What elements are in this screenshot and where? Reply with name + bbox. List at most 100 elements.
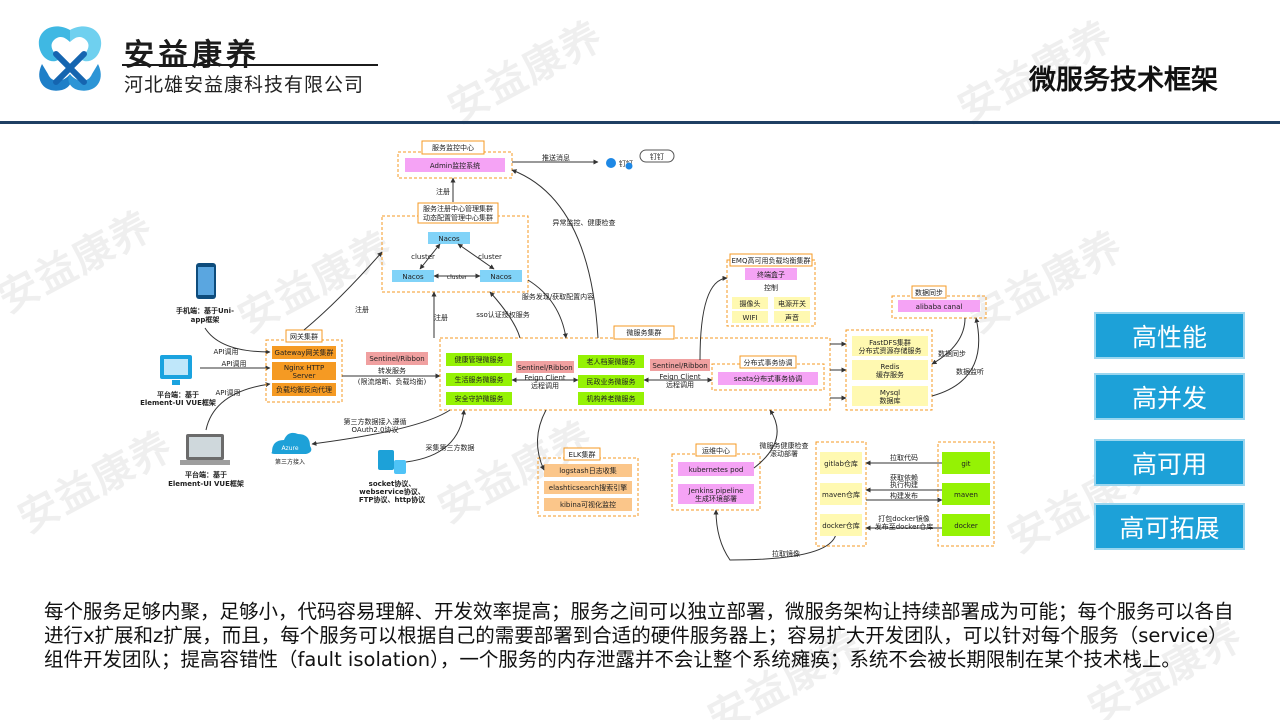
architecture-diagram: 服务监控中心 Admin监控系统 推送消息 钉钉 钉钉 注册 服务注册中心管理集…	[140, 140, 995, 561]
es-label: elashticsearch搜索引擎	[549, 483, 627, 492]
redis-label-2: 缓存服务	[876, 370, 904, 379]
register-label: 注册	[436, 187, 450, 196]
mysql-label-1: Mysql	[880, 389, 900, 397]
user-icon	[625, 162, 633, 170]
server-icon	[378, 450, 394, 470]
nginx-label-1: Nginx HTTP	[284, 364, 324, 372]
description-text: 每个服务足够内聚，足够小，代码容易理解、开发效率提高；服务之间可以独立部署，微服…	[44, 600, 1234, 671]
dingtalk-bubble	[639, 149, 675, 163]
tx-sentinel-box	[650, 359, 710, 371]
deps-label-2: 执行构建	[890, 480, 918, 489]
brand-name: 安益康养	[124, 38, 260, 73]
proto-label-2: webservice协议、	[359, 487, 424, 496]
datasync-label: 数据同步	[938, 349, 966, 358]
datamon-label: 数据监听	[956, 367, 984, 376]
ms-sentinel-box	[516, 361, 574, 373]
ms-monitor-label: 异常监控、健康检查	[553, 218, 616, 227]
control-label: 控制	[764, 283, 778, 292]
discover-label: 服务发现/获取配置内容	[522, 292, 594, 301]
registry-title-box	[417, 202, 499, 224]
forward-label-2: (限流熔断、负载均衡)	[358, 377, 427, 386]
ms-inst: 机构养老微服务	[587, 394, 636, 403]
ms-title: 微服务集群	[627, 328, 662, 337]
canal-label: alibaba canal	[916, 303, 963, 311]
maven-repo-label: maven仓库	[822, 490, 860, 499]
nacos-left	[392, 270, 434, 282]
mysql-label-2: 数据库	[880, 396, 901, 405]
pull-label: 拉取镜像	[772, 549, 800, 558]
cluster-label-mid: cluster	[447, 274, 468, 281]
tx-sentinel-label: Sentinel/Ribbon	[652, 362, 707, 370]
pack-label-1: 打包docker镜像	[878, 514, 930, 523]
maven-label: maven	[954, 491, 978, 499]
power-label: 电源开关	[778, 299, 806, 308]
gateway-label: Gateway网关集群	[275, 348, 334, 357]
build-label: 构建发布	[890, 491, 918, 500]
deps-label-1: 获取依赖	[890, 473, 918, 482]
proto-label-1: socket协议、	[369, 479, 416, 488]
repo-frame	[815, 441, 867, 547]
docker-repo-label: docker仓库	[822, 521, 860, 530]
monitor-title-box	[421, 140, 485, 155]
jenkins-label-1: Jenkins pipeline	[688, 487, 744, 495]
ms-title-box	[613, 325, 675, 340]
oauth-label-2: OAuth2.0协议	[352, 425, 399, 434]
collect-label: 采集第三方数据	[426, 443, 475, 452]
feature-high-concurrency: 高并发	[1094, 373, 1245, 420]
proto-label-3: FTP协议、http协议	[359, 495, 426, 504]
gateway-box	[272, 346, 336, 359]
gateway-title: 网关集群	[290, 332, 318, 341]
ms-health: 健康管理微服务	[455, 355, 504, 364]
cluster-label-right: cluster	[478, 253, 502, 261]
company-name: 河北雄安益康科技有限公司	[124, 74, 365, 96]
desktop-label-1: 平台端：基于	[157, 390, 199, 399]
lb-label: 负载均衡反向代理	[276, 385, 332, 394]
admin-label: Admin监控系统	[430, 161, 480, 170]
monitor-title: 服务监控中心	[432, 143, 474, 152]
dingtalk-icon	[606, 158, 616, 168]
nacos-right	[480, 270, 522, 282]
api-label-1: API调用	[213, 347, 238, 356]
nacos-top	[428, 232, 470, 244]
logstash-label: logstash日志收集	[559, 466, 616, 475]
wifi-label: WIFI	[742, 314, 757, 322]
dingtalk-bubble-label: 钉钉	[650, 152, 664, 161]
api-label-2: API调用	[221, 359, 246, 368]
feature-high-availability: 高可用	[1094, 439, 1245, 486]
jenkins-label-2: 生成环境部署	[695, 494, 737, 503]
azure-icon	[271, 432, 312, 454]
header-rule	[0, 121, 1280, 124]
fdfs-label-1: FastDFS集群	[869, 338, 911, 347]
gateway-register-label: 注册	[355, 305, 369, 314]
pack-label-2: 发布至docker仓库	[875, 522, 934, 531]
laptop-label-1: 平台端：基于	[185, 470, 227, 479]
oauth-label-1: 第三方数据接入遵循	[344, 417, 407, 426]
tx-feign-label: Feign Client	[659, 373, 701, 381]
gw-sentinel-label: Sentinel/Ribbon	[369, 355, 424, 363]
camera-label: 摄像头	[740, 299, 761, 308]
gw-sentinel-box	[366, 352, 428, 365]
terminal-label: 终端盒子	[757, 270, 785, 279]
mobile-label-2: app框架	[191, 315, 220, 324]
health-label-2: 滚动部署	[770, 449, 798, 458]
tx-title-box	[739, 355, 797, 369]
kibana-label: kibina可视化监控	[560, 500, 616, 509]
seata-label: seata分布式事务协调	[734, 374, 802, 383]
ms-life: 生活服务微服务	[455, 375, 504, 384]
tool-frame	[937, 441, 995, 547]
docker-label: docker	[954, 522, 978, 530]
azure-sub-label: 第三方接入	[275, 458, 305, 466]
dingtalk-label: 钉钉	[619, 159, 633, 168]
nacos-right-label: Nacos	[490, 273, 512, 281]
registry-title-1: 服务注册中心管理集群	[423, 204, 493, 213]
nginx-label-2: Server	[293, 372, 316, 380]
seata-box	[718, 372, 818, 385]
tx-remote-label: 远程调用	[666, 380, 694, 389]
ops-title: 运维中心	[702, 446, 730, 455]
elk-title: ELK集群	[569, 450, 596, 459]
laptop-label-2: Element-UI VUE框架	[168, 479, 244, 488]
lb-box	[272, 383, 336, 396]
mobile-label-1: 手机端：基于Uni-	[176, 306, 234, 315]
logo-icon	[30, 24, 110, 96]
tx-title: 分布式事务协调	[744, 358, 793, 367]
